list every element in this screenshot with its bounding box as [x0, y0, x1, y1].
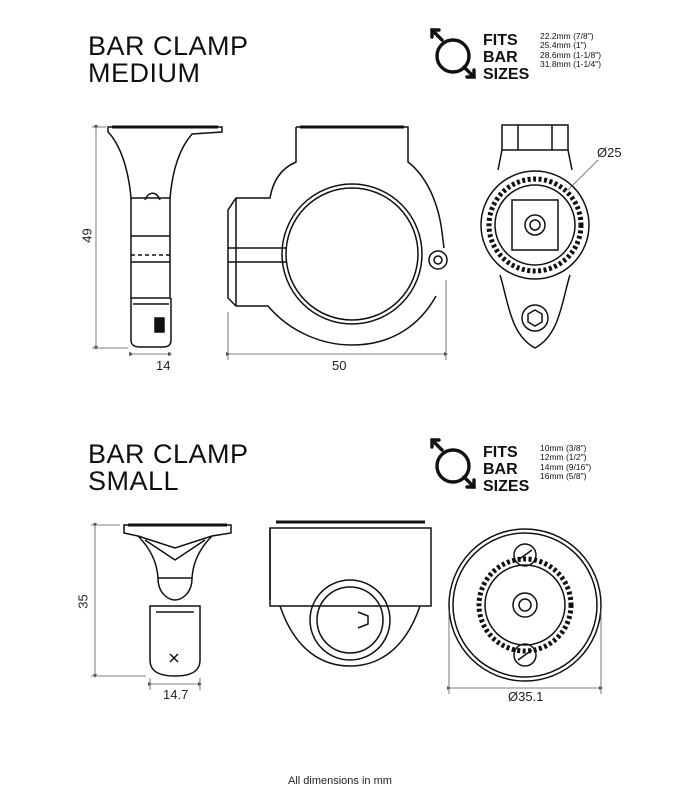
medium-side-width-label: 14	[156, 358, 171, 373]
medium-side-dims	[92, 125, 172, 356]
small-front-view	[269, 520, 432, 667]
medium-fits-line1: FITS	[483, 32, 518, 49]
small-side-dims	[91, 523, 202, 690]
small-fits-line1: FITS	[483, 444, 518, 461]
medium-title: BAR CLAMP MEDIUM	[88, 33, 249, 87]
medium-fits-line3: SIZES	[483, 66, 530, 83]
footer-note: All dimensions in mm	[288, 775, 392, 787]
medium-top-dims	[567, 159, 599, 191]
medium-title-line1: BAR CLAMP	[88, 31, 249, 61]
small-fits-label: FITS BAR SIZES	[483, 444, 529, 495]
medium-front-dims	[226, 280, 448, 360]
small-top-dims	[447, 610, 603, 694]
medium-top-view	[480, 124, 590, 349]
bar-size-icon	[430, 438, 476, 489]
medium-diameter-label: Ø25	[597, 145, 622, 160]
small-side-view	[123, 523, 232, 677]
small-fits-line3: SIZES	[483, 478, 530, 495]
small-size-item: 16mm (5/8")	[540, 470, 587, 481]
small-size-item: 12mm (1/2")	[540, 452, 587, 463]
bar-size-icon	[430, 28, 476, 79]
medium-fits-line2: BAR	[483, 49, 518, 66]
medium-title-line2: MEDIUM	[88, 58, 201, 88]
small-side-width-label: 14.7	[163, 687, 189, 702]
small-title: BAR CLAMP SMALL	[88, 441, 249, 495]
medium-fits-label: FITS BAR SIZES	[483, 32, 529, 83]
small-top-view	[448, 528, 602, 682]
medium-size-item: 31.8mm (1-1/4")	[540, 58, 602, 69]
small-title-line1: BAR CLAMP	[88, 439, 249, 469]
medium-front-width-label: 50	[332, 358, 347, 373]
medium-size-list: 22.2mm (7/8") 25.4mm (1") 28.6mm (1-1/8"…	[540, 31, 602, 69]
small-size-item: 14mm (9/16")	[540, 461, 592, 472]
medium-size-item: 22.2mm (7/8")	[540, 31, 594, 41]
medium-size-item: 25.4mm (1")	[540, 40, 587, 51]
small-size-list: 10mm (3/8") 12mm (1/2") 14mm (9/16") 16m…	[540, 443, 592, 481]
medium-side-view	[107, 125, 223, 348]
small-title-line2: SMALL	[88, 466, 180, 496]
medium-size-item: 28.6mm (1-1/8")	[540, 49, 602, 60]
small-fits-line2: BAR	[483, 461, 518, 478]
medium-front-view	[227, 125, 448, 346]
small-size-item: 10mm (3/8")	[540, 443, 587, 453]
small-diameter-label: Ø35.1	[508, 689, 544, 704]
